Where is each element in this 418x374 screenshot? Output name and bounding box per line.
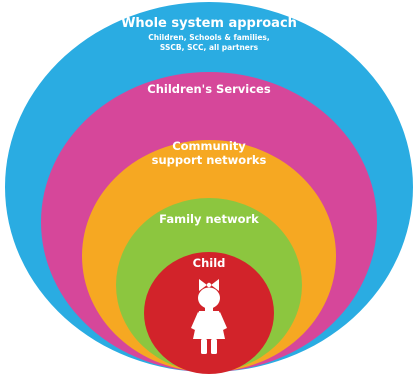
ring-community-title-2: support networks	[152, 153, 267, 167]
ring-whole-system-title: Whole system approach	[121, 16, 297, 31]
ring-child-title: Child	[193, 256, 226, 270]
ring-childrens-services-title: Children's Services	[147, 82, 271, 96]
child-figure-icon	[191, 279, 227, 354]
ring-community-title-1: Community	[172, 139, 246, 153]
ring-family-network-title: Family network	[159, 212, 259, 226]
ring-whole-system-subtitle-2: SSCB, SCC, all partners	[160, 43, 259, 52]
ring-whole-system-subtitle-1: Children, Schools & families,	[148, 33, 270, 42]
